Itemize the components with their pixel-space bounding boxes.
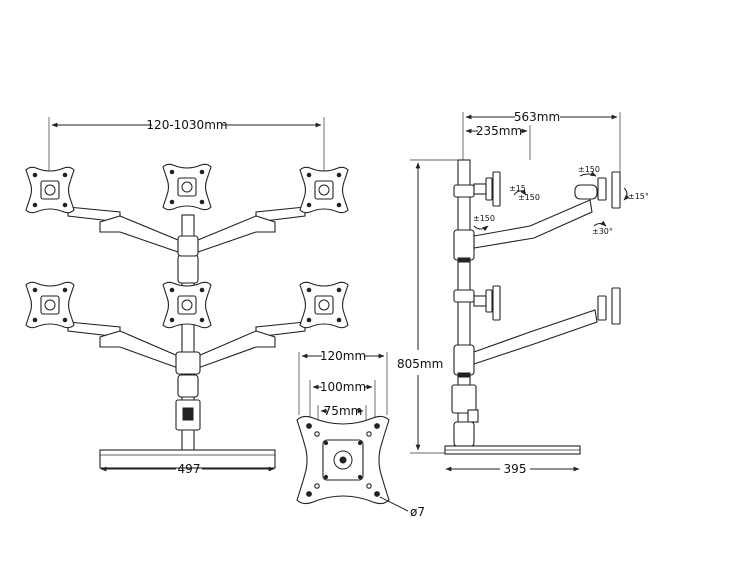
front-top-tier-arms [67, 206, 306, 257]
base-width-dimension: 497 [100, 462, 275, 476]
vesa-outer-label: 120mm [320, 349, 366, 363]
rotate-label: ±30° [592, 227, 613, 236]
hole-diameter-label: ø7 [410, 505, 425, 519]
side-bottom-arm [473, 285, 621, 365]
vesa-plate-shape [296, 415, 390, 505]
arm-depth-label: 235mm [476, 124, 522, 138]
arm-depth-dimension: 235mm [465, 124, 531, 160]
arm-span-dimension: 120-1030mm [48, 117, 325, 175]
vesa-mid-label: 100mm [320, 380, 366, 394]
vesa-outer-dimension: 120mm [298, 349, 388, 415]
side-top-arm [473, 171, 621, 249]
swivel-label-2: ±150 [518, 193, 540, 202]
height-label: 805mm [397, 357, 443, 371]
vesa-plate-bottom-center [162, 281, 212, 329]
height-dimension: 805mm [397, 159, 458, 454]
tilt-label: ±15° [628, 192, 649, 201]
total-depth-label: 563mm [514, 110, 560, 124]
swivel-label-3: ±150 [578, 165, 600, 174]
front-bottom-tier-arms [67, 321, 306, 375]
front-plates [25, 163, 349, 329]
vesa-plate-bottom-left [25, 281, 75, 329]
vesa-plate-bottom-right [299, 281, 349, 329]
swivel-label-4: ±150 [473, 214, 495, 223]
motion-labels: ±15 ±150 ±150 ±150 ±15° ±30° [473, 165, 649, 236]
swivel-label-1: ±15 [509, 184, 526, 193]
side-pole [451, 159, 479, 447]
vesa-plate-detail: 120mm 100mm 75mm [296, 349, 425, 519]
base-depth-label: 395 [504, 462, 527, 476]
base-width-label: 497 [178, 462, 201, 476]
base-depth-dimension: 395 [445, 462, 580, 476]
vesa-plate-top-left [25, 166, 75, 214]
side-base [444, 445, 581, 455]
vesa-plate-top-right [299, 166, 349, 214]
front-base [99, 449, 276, 469]
front-view: 120-1030mm [25, 117, 349, 476]
total-depth-dimension: 563mm [462, 110, 621, 175]
arm-span-label: 120-1030mm [146, 118, 227, 132]
side-view: 563mm 235mm 805mm [397, 110, 649, 476]
hole-diameter-callout: ø7 [379, 496, 425, 519]
vesa-inner-label: 75mm [324, 404, 363, 418]
vesa-plate-top-center [162, 163, 212, 211]
